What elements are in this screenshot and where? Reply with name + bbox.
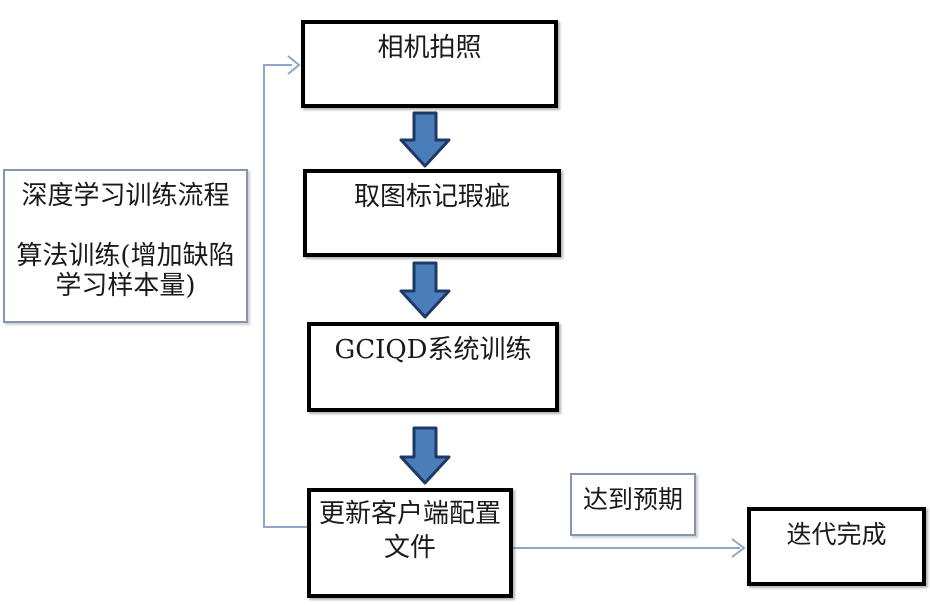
node-update-config-label-line2: 文件 — [383, 533, 436, 563]
result-arrowhead-icon — [731, 538, 746, 558]
node-update-config-label-line1: 更新客户端配置 — [318, 499, 501, 529]
note-line: 学习样本量) — [55, 271, 196, 301]
node-camera-label: 相机拍照 — [377, 33, 482, 63]
feedback-connector-line — [263, 64, 307, 528]
node-update-config: 更新客户端配置 文件 — [307, 488, 513, 598]
node-system-training: GCIQD系统训练 — [307, 322, 559, 412]
label-expectation: 达到预期 — [570, 473, 696, 536]
feedback-arrowhead-icon — [287, 55, 301, 75]
label-expectation-text: 达到预期 — [582, 485, 683, 514]
note-line: 算法训练(增加缺陷 — [16, 241, 235, 271]
down-block-arrow-icon — [399, 111, 451, 168]
down-block-arrow-icon — [399, 426, 451, 485]
note-box: 深度学习训练流程 算法训练(增加缺陷 学习样本量) — [3, 169, 248, 323]
node-iteration-done-label: 迭代完成 — [786, 520, 887, 549]
node-mark-defects-label: 取图标记瑕疵 — [353, 182, 510, 212]
node-iteration-done: 迭代完成 — [747, 507, 926, 586]
note-line: 深度学习训练流程 — [21, 181, 230, 211]
down-block-arrow-icon — [399, 261, 451, 319]
node-camera: 相机拍照 — [301, 20, 558, 108]
node-mark-defects: 取图标记瑕疵 — [303, 169, 561, 257]
node-system-training-label: GCIQD系统训练 — [334, 335, 532, 365]
